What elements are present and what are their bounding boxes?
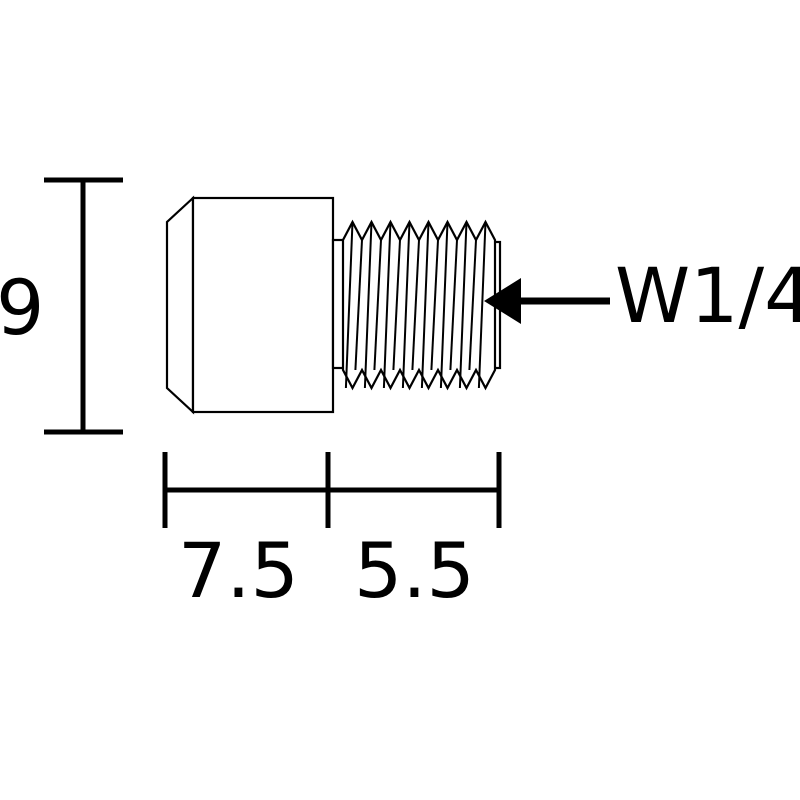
thread-root-line: [392, 239, 401, 371]
thread-arrow-head: [484, 278, 521, 324]
fitting-head: [165, 195, 335, 415]
thread-profile: [341, 219, 497, 391]
thread-root-line: [373, 239, 382, 371]
thread-crest-line: [420, 221, 430, 389]
thread-crest-line: [344, 221, 354, 389]
thread-root-line: [430, 239, 439, 371]
head-length-label: 7.5: [178, 526, 299, 615]
height-dimension: 9: [0, 177, 123, 435]
fitting-thread: [341, 219, 502, 391]
length-dimensions: 7.5 5.5: [162, 452, 502, 615]
thread-root-line: [354, 239, 363, 371]
thread-root-line: [449, 239, 458, 371]
thread-crest-line: [458, 221, 468, 389]
thread-crest-line: [477, 221, 487, 389]
thread-label: W1/4: [615, 251, 800, 340]
head-body: [191, 196, 335, 414]
head-chamfer: [165, 195, 195, 415]
thread-crest-line: [363, 221, 373, 389]
thread-crest-line: [401, 221, 411, 389]
thread-arrow: W1/4: [484, 251, 800, 340]
thread-root-line: [411, 239, 420, 371]
thread-crest-line: [439, 221, 449, 389]
height-label: 9: [0, 263, 44, 352]
thread-crest-lines: [344, 221, 487, 389]
thread-length-label: 5.5: [354, 526, 475, 615]
thread-root-line: [468, 239, 477, 371]
thread-crest-line: [382, 221, 392, 389]
